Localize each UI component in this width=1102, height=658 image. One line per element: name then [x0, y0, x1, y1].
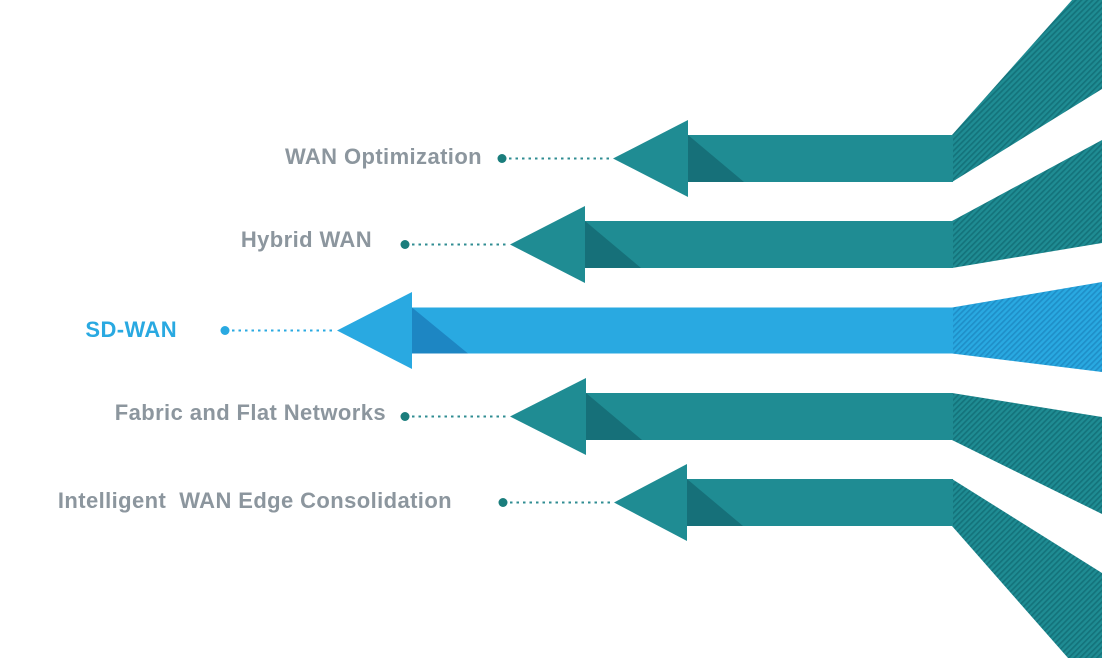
label-hybrid-wan: Hybrid WAN — [240, 227, 372, 252]
arrow-shadow — [688, 135, 744, 182]
arrow-ribbon-diagonal — [952, 282, 1102, 372]
arrow-shadow — [687, 479, 743, 526]
flow-arrow-hybrid-wan — [400, 140, 1102, 283]
leader-dot — [220, 326, 230, 335]
arrow-ribbon-diagonal — [952, 393, 1102, 514]
flow-arrow-fabric-and-flat-networks — [400, 378, 1102, 514]
arrow-shadow — [585, 221, 641, 268]
leader-dot — [400, 240, 410, 249]
arrowhead-icon — [510, 378, 586, 455]
arrowhead-icon — [613, 120, 688, 197]
arrowhead-icon — [614, 464, 687, 541]
arrow-shaft — [585, 221, 953, 268]
label-wan-optimization: WAN Optimization — [284, 144, 482, 169]
label-fabric-and-flat-networks: Fabric and Flat Networks — [114, 400, 386, 425]
arrowhead-icon — [337, 292, 412, 369]
leader-dot — [497, 154, 507, 163]
leader-dot — [498, 498, 508, 507]
flow-arrow-intelligent-wan-edge-consolidation — [498, 464, 1102, 658]
arrowhead-icon — [510, 206, 585, 283]
arrow-ribbon-diagonal — [952, 140, 1102, 268]
arrow-shaft — [412, 307, 953, 354]
label-intelligent-wan-edge-consolidation: Intelligent WAN Edge Consolidation — [57, 488, 452, 513]
flow-arrow-sd-wan — [220, 282, 1102, 372]
arrow-shadow — [412, 307, 468, 354]
arrow-shadow — [586, 393, 642, 440]
flow-arrow-wan-optimization — [497, 0, 1102, 197]
leader-dot — [400, 412, 410, 421]
arrow-ribbon-diagonal — [952, 0, 1102, 182]
arrow-shaft — [586, 393, 953, 440]
arrow-ribbon-diagonal — [952, 479, 1102, 658]
label-sd-wan: SD-WAN — [85, 317, 177, 342]
